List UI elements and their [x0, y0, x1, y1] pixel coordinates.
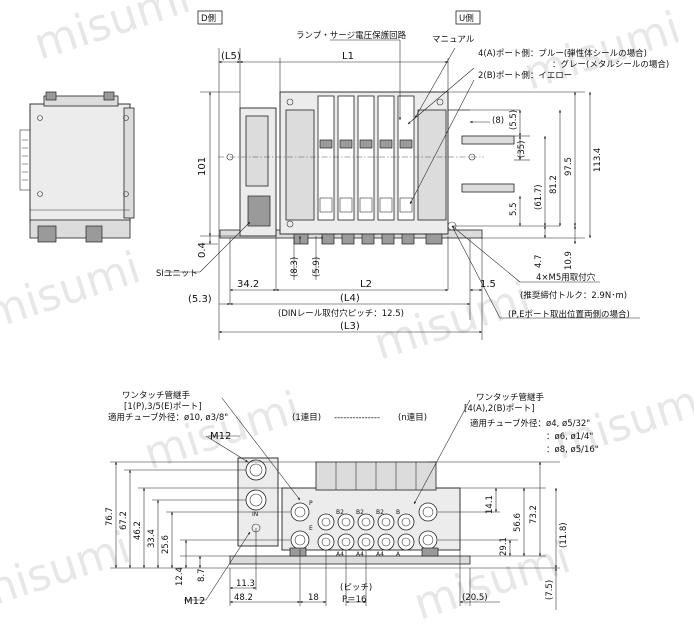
port-b2-label: B2	[356, 509, 364, 516]
labels-bottom: ワンタッチ管継手 [1(P),3/5(E)ポート] 適用チューブ外径：ø10, …	[105, 390, 599, 607]
dim-56-6: 56.6	[513, 513, 523, 532]
extension-lines-top	[200, 48, 585, 340]
dim-61-7: (61.7)	[534, 184, 544, 210]
dim-25-6: 25.6	[161, 535, 171, 554]
tube-right-1: 適用チューブ外径：ø4, ø5/32"	[470, 418, 590, 429]
port-p-label: P	[309, 500, 313, 507]
leaders-bottom	[184, 397, 471, 601]
dim-67-2: 67.2	[119, 511, 129, 530]
port-a4-label: A4	[356, 551, 364, 558]
dim-11-8: (11.8)	[559, 522, 569, 548]
dim-8: (8)	[492, 116, 504, 126]
port-in-label: IN	[252, 511, 258, 518]
dim-5-5: 5.5	[509, 202, 519, 216]
dim-20-5: (20.5)	[462, 593, 488, 603]
port-e-label: E	[309, 525, 313, 532]
dim-73-2: 73.2	[529, 505, 539, 524]
dim-L4: (L4)	[340, 293, 360, 304]
dim-4-7: 4.7	[534, 254, 544, 268]
dim-12-4: 12.4	[175, 567, 185, 586]
dim-5-5-paren: (5.5)	[509, 110, 519, 130]
labels-top: D側 U側 ランプ・サージ電圧保護回路 マニュアル 4(A)ポート側：ブルー(弾…	[156, 10, 669, 332]
pitch-value: P＝16	[342, 595, 366, 605]
dim-1-5: 1.5	[480, 279, 496, 290]
m5-holes-label: 4×M5用取付穴	[536, 272, 596, 283]
dim-113-4: 113.4	[593, 148, 603, 172]
pe-port-label: (P,Eポート取出位置両側の場合)	[508, 309, 630, 320]
station-1-label: (1連目)	[292, 412, 321, 423]
dim-97-5: 97.5	[564, 157, 574, 176]
one-touch-right-ports: [4(A),2(B)ポート]	[464, 404, 535, 414]
d-side-label: D側	[201, 13, 216, 24]
port-b2-label: B2	[336, 509, 344, 516]
valve-stations	[317, 95, 415, 221]
side-view	[19, 91, 135, 243]
dim-11-3: 11.3	[236, 579, 255, 589]
port-a4-label: A4	[336, 551, 344, 558]
tube-right-2: ：ø6, ø1/4"	[546, 432, 593, 442]
dim-0-4: 0.4	[197, 242, 208, 258]
port-a4-label: A4	[376, 551, 384, 558]
dim-7-5: (7.5)	[545, 580, 555, 600]
dim-35: (35)	[517, 141, 527, 158]
station-n-label: (n連目)	[398, 412, 427, 423]
dim-101: 101	[197, 157, 208, 176]
si-unit-label: SIユニット	[156, 269, 198, 279]
dim-5-9: (5.9)	[312, 257, 322, 277]
station-dash: ---------------	[334, 413, 380, 423]
watermark-text: misumi	[0, 242, 147, 340]
dim-29-1: 29.1	[499, 537, 509, 556]
torque-label: (推奨締付トルク：2.9N･m)	[520, 290, 627, 301]
pitch-label: (ピッチ)	[340, 583, 372, 593]
port4-color-label: 4(A)ポート側：ブルー(弾性体シールの場合)	[478, 48, 647, 59]
dim-14-1: 14.1	[485, 495, 495, 514]
port-view: P E IN B2 B2 B2 A4 A4 A4 B A	[229, 457, 471, 569]
dim-L2: L2	[360, 279, 372, 290]
dim-76-7: 76.7	[105, 507, 115, 526]
dim-81-2: 81.2	[549, 175, 559, 194]
u-side-label: U側	[459, 13, 474, 24]
port-b2-label: B2	[376, 509, 384, 516]
din-pitch-label: (DINレール取付穴ピッチ：12.5)	[278, 308, 404, 319]
dimension-lines-bottom	[114, 461, 558, 610]
dim-33-4: 33.4	[147, 529, 157, 548]
tube-right-3: ：ø8, ø5/16"	[546, 445, 599, 455]
front-view	[218, 91, 515, 245]
port-a-label: A	[396, 551, 401, 558]
manual-label: マニュアル	[432, 35, 475, 45]
dim-L5: (L5)	[221, 51, 241, 62]
watermark-text: misumi	[28, 0, 197, 70]
dim-10-9: 10.9	[564, 251, 574, 270]
port2-color-label: 2(B)ポート側：イエロー	[478, 70, 572, 81]
dim-L3: (L3)	[340, 321, 360, 332]
leaders-top	[164, 39, 640, 319]
dim-48-2: 48.2	[234, 593, 253, 603]
watermark-text: misumi	[368, 272, 537, 370]
dim-5-3: (5.3)	[188, 294, 212, 305]
m12-bottom-label: M12	[184, 596, 205, 607]
dim-8-3: (8.3)	[290, 257, 300, 277]
dim-8-7: 8.7	[197, 568, 207, 582]
port4-color-label-2: ：グレー(メタルシールの場合)	[552, 59, 669, 70]
dim-34-2: 34.2	[237, 279, 259, 290]
one-touch-right-title: ワンタッチ管継手	[476, 392, 545, 403]
port-b-label: B	[396, 509, 400, 516]
m12-top-label: M12	[210, 431, 231, 442]
one-touch-left-title: ワンタッチ管継手	[122, 390, 191, 401]
tube-left-label: 適用チューブ外径：ø10, ø3/8"	[108, 412, 228, 423]
dim-46-2: 46.2	[133, 521, 143, 540]
one-touch-left-ports: [1(P),3/5(E)ポート]	[124, 402, 202, 412]
dim-L1: L1	[342, 51, 354, 62]
lamp-surge-label: ランプ・サージ電圧保護回路	[296, 30, 407, 41]
dimension-lines-top	[208, 60, 592, 334]
dim-18: 18	[308, 593, 319, 603]
